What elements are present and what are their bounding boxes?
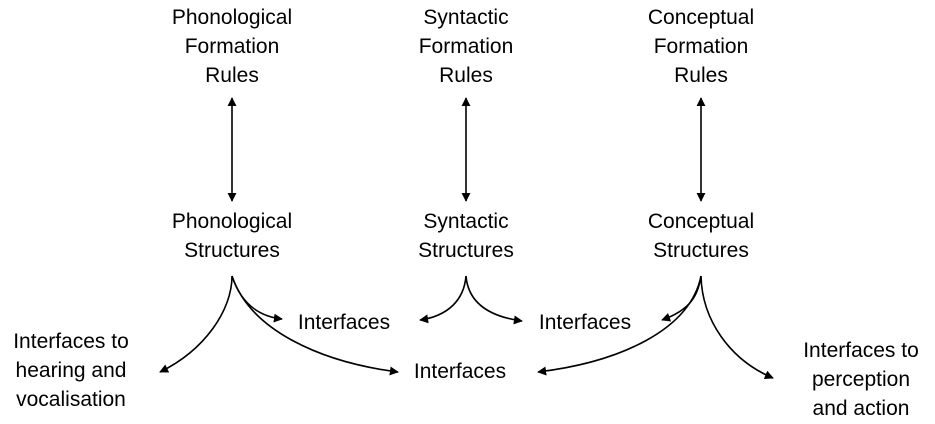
node-syntactic-structures: Syntactic Structures	[386, 207, 546, 265]
node-line: Interfaces	[413, 360, 507, 383]
node-line: Interfaces to	[13, 330, 129, 353]
node-phonological-structures: Phonological Structures	[152, 207, 312, 265]
node-line: Syntactic	[423, 210, 509, 233]
node-line: hearing and	[15, 359, 127, 382]
node-phonological-formation-rules: Phonological Formation Rules	[152, 3, 312, 90]
node-conceptual-formation-rules: Conceptual Formation Rules	[621, 3, 781, 90]
node-interfaces-synt-conc: Interfaces	[525, 308, 645, 337]
node-line: Rules	[205, 64, 259, 87]
node-line: Formation	[184, 35, 280, 58]
edge-phon-struct-to-interfaces-pc	[231, 275, 399, 376]
node-line: Phonological	[171, 210, 293, 233]
node-interfaces-hearing-vocalisation: Interfaces to hearing and vocalisation	[0, 327, 142, 414]
node-line: Phonological	[171, 6, 293, 29]
node-interfaces-phon-conc: Interfaces	[400, 357, 520, 386]
node-line: Rules	[439, 64, 493, 87]
edge-conc-struct-to-perception	[700, 275, 774, 380]
node-line: Structures	[653, 239, 749, 262]
node-line: Formation	[418, 35, 514, 58]
node-syntactic-formation-rules: Syntactic Formation Rules	[386, 3, 546, 90]
edge-conc-struct-to-interfaces-pc	[537, 275, 702, 376]
edge-synt-struct-to-interfaces-sc	[465, 275, 523, 325]
node-line: Formation	[653, 35, 749, 58]
node-line: Interfaces to	[803, 339, 919, 362]
node-line: Structures	[418, 239, 514, 262]
edge-phon-struct-to-interfaces-ps	[231, 275, 283, 323]
node-line: Structures	[184, 239, 280, 262]
node-line: Conceptual	[647, 210, 755, 233]
node-interfaces-perception-action: Interfaces to perception and action	[790, 336, 932, 423]
node-line: and action	[812, 397, 910, 420]
node-line: Interfaces	[538, 311, 632, 334]
node-line: Conceptual	[647, 6, 755, 29]
node-line: Rules	[674, 64, 728, 87]
node-line: Syntactic	[423, 6, 509, 29]
edge-phon-struct-to-hearing	[159, 275, 233, 373]
node-line: Interfaces	[297, 311, 391, 334]
node-line: perception	[811, 368, 911, 391]
node-conceptual-structures: Conceptual Structures	[621, 207, 781, 265]
node-line: vocalisation	[16, 388, 126, 411]
node-interfaces-phon-synt: Interfaces	[284, 308, 404, 337]
edge-synt-struct-to-interfaces-ps	[419, 275, 467, 324]
